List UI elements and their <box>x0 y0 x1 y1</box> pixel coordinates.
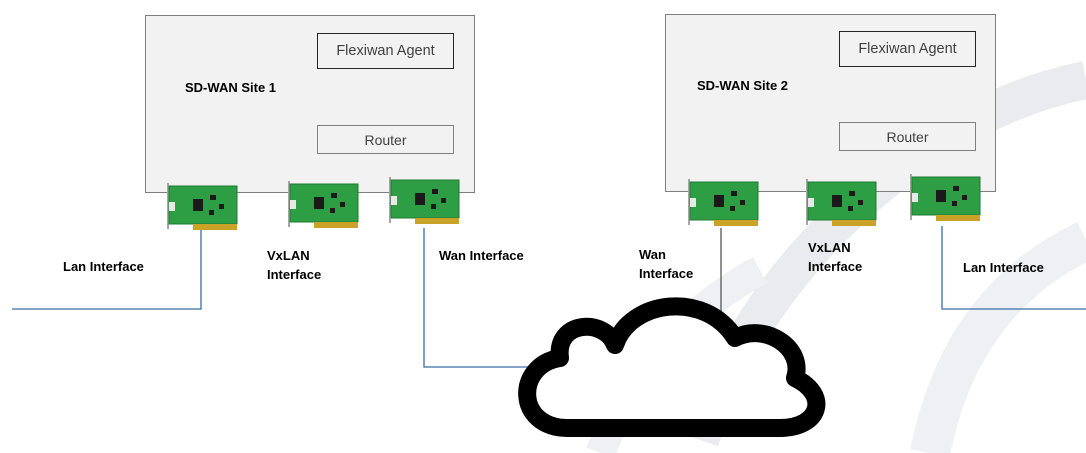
site1-title: SD-WAN Site 1 <box>185 80 277 95</box>
site2-wan-label: Wan Interface <box>639 245 693 283</box>
site1-router-box: Router <box>317 125 454 154</box>
site2-vxlan-label: VxLAN Interface <box>808 238 862 276</box>
site2-lan-nic-icon <box>910 174 981 221</box>
site2-wan-nic-icon <box>688 179 759 226</box>
site2-agent-box: Flexiwan Agent <box>839 31 976 67</box>
site1-wan-nic-icon <box>389 177 460 224</box>
site1-agent-box: Flexiwan Agent <box>317 33 454 69</box>
site1-vxlan-nic-icon <box>288 181 359 228</box>
site1-wan-link <box>423 228 528 368</box>
site1-wan-label: Wan Interface <box>439 248 524 263</box>
site2-title: SD-WAN Site 2 <box>697 78 789 93</box>
site1-lan-nic-icon <box>167 183 238 230</box>
site2-vxlan-label-line1: VxLAN <box>808 240 851 255</box>
site1-vxlan-label-line2: Interface <box>267 267 322 282</box>
site2-router-box: Router <box>839 122 976 151</box>
site2-vxlan-nic-icon <box>806 179 877 226</box>
site2-lan-link <box>941 226 1086 310</box>
site2-wan-label-line2: Interface <box>639 266 694 281</box>
site2-lan-label: Lan Interface <box>963 260 1044 275</box>
site1-lan-label: Lan Interface <box>63 259 144 274</box>
site1-vxlan-label-line1: VxLAN <box>267 248 310 263</box>
site1-lan-link <box>12 230 202 310</box>
site2-vxlan-label-line2: Interface <box>808 259 863 274</box>
site2-wan-label-line1: Wan <box>639 247 666 262</box>
site1-vxlan-label: VxLAN Interface <box>267 246 321 284</box>
